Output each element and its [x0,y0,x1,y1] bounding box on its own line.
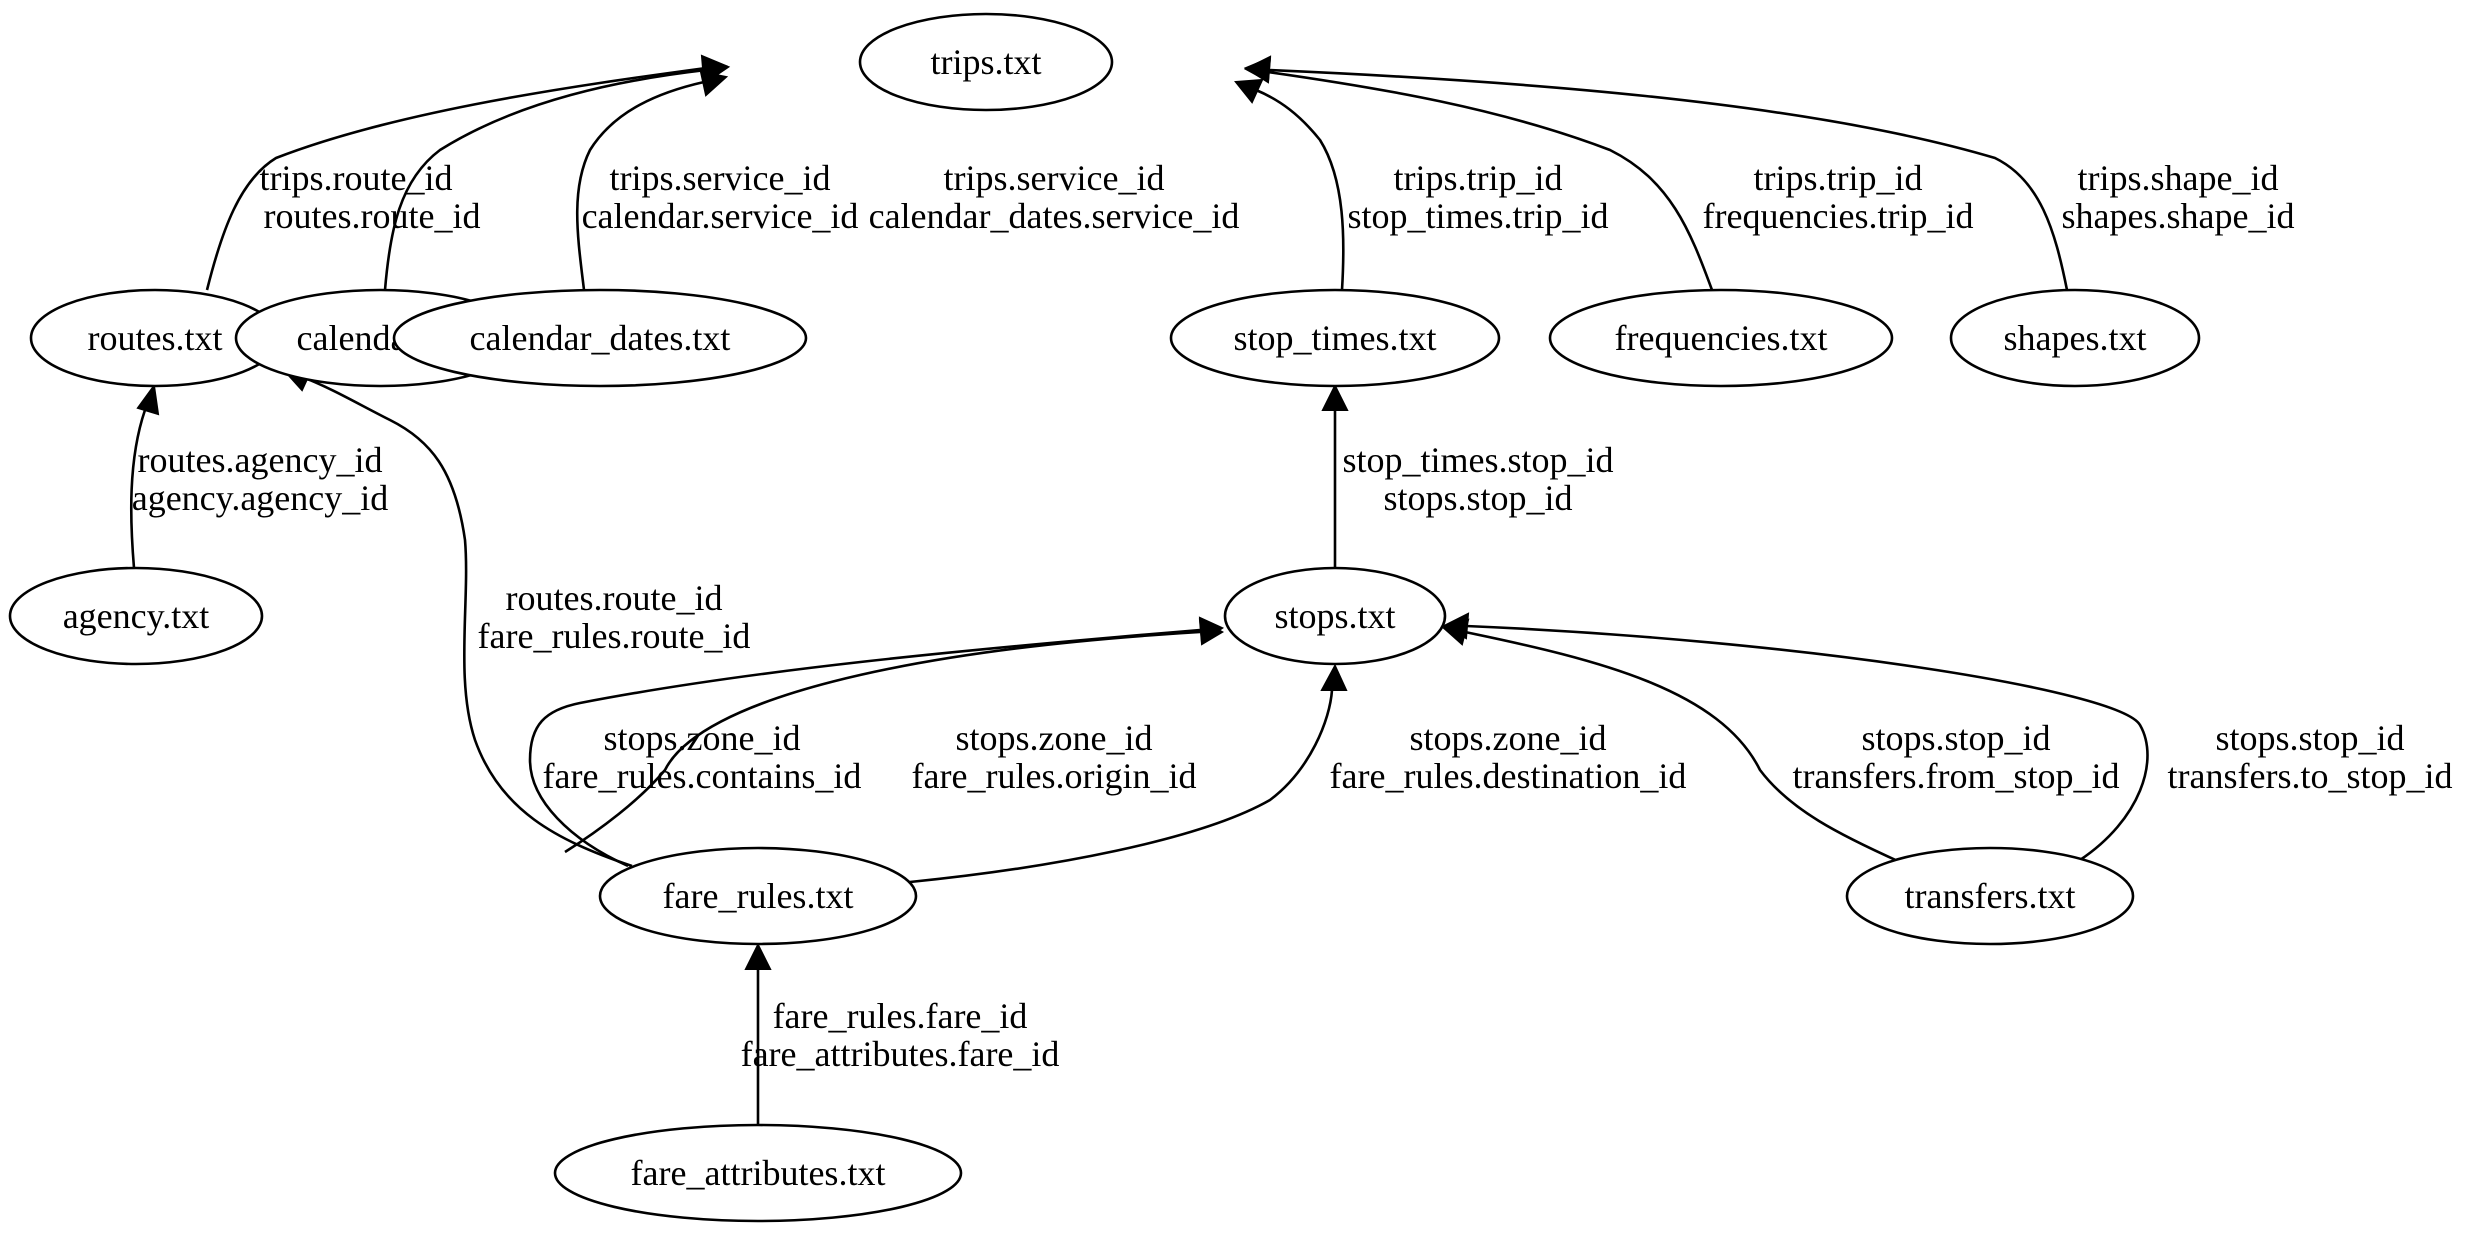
node-label: transfers.txt [1905,876,2076,916]
node-label: frequencies.txt [1615,318,1828,358]
edge-fare_rules-to-routes: routes.route_id fare_rules.route_id [281,366,751,868]
edge-label-line: trips.route_id [260,158,453,198]
edge-label-line: calendar_dates.service_id [869,196,1240,236]
edge-label-line: trips.service_id [610,158,831,198]
edge-calendar_dates-to-trips: trips.service_id calendar_dates.service_… [575,70,1240,291]
edge-label-line: stops.stop_id [1383,478,1572,518]
edge-label-line: trips.trip_id [1754,158,1923,198]
node-label: agency.txt [63,596,210,636]
edge-label-line: fare_rules.destination_id [1330,756,1687,796]
node-label: calendar_dates.txt [470,318,731,358]
node-label: shapes.txt [2004,318,2147,358]
edge-fare_attributes-to-fare_rules: fare_rules.fare_id fare_attributes.fare_… [741,942,1060,1125]
node-agency: agency.txt [8,566,264,666]
node-calendar_dates: calendar_dates.txt [392,288,808,388]
edge-fare_rules-to-stops-origin: stops.zone_id fare_rules.origin_id [564,618,1225,854]
node-stops: stops.txt [1223,566,1447,666]
node-routes: routes.txt [29,288,281,388]
edge-label-line: fare_rules.origin_id [912,756,1197,796]
node-transfers: transfers.txt [1845,846,2135,946]
edge-label-line: stops.zone_id [1410,718,1607,758]
edge-stop_times-to-trips: trips.trip_id stop_times.trip_id [1234,78,1609,291]
node-frequencies: frequencies.txt [1548,288,1894,388]
edge-calendar-to-trips: trips.service_id calendar.service_id [383,56,859,291]
node-label: fare_attributes.txt [631,1153,886,1193]
node-label: stop_times.txt [1233,318,1436,358]
edge-label-line: fare_rules.route_id [478,616,751,656]
node-fare_rules: fare_rules.txt [598,846,918,946]
node-label: fare_rules.txt [663,876,854,916]
edge-transfers-to-stops-from: stops.stop_id transfers.from_stop_id [1442,618,2120,864]
edge-label-line: routes.route_id [264,196,481,236]
node-label: stops.txt [1274,596,1395,636]
edge-label-line: fare_rules.contains_id [543,756,862,796]
edge-label-line: stops.stop_id [1861,718,2050,758]
edge-label-line: stops.zone_id [956,718,1153,758]
edge-label-line: stop_times.trip_id [1348,196,1609,236]
edge-label-line: transfers.from_stop_id [1793,756,2120,796]
edge-label-line: transfers.to_stop_id [2168,756,2453,796]
edge-shapes-to-trips: trips.shape_id shapes.shape_id [1243,55,2295,291]
node-fare_attributes: fare_attributes.txt [553,1123,963,1223]
edge-transfers-to-stops-to: stops.stop_id transfers.to_stop_id [1441,612,2453,862]
edge-routes-to-trips: trips.route_id routes.route_id [205,54,729,291]
edge-label-line: stops.zone_id [604,718,801,758]
edge-label-line: routes.agency_id [138,440,383,480]
edge-label-line: frequencies.trip_id [1703,196,1974,236]
node-shapes: shapes.txt [1949,288,2201,388]
edge-label-line: shapes.shape_id [2062,196,2295,236]
node-trips: trips.txt [858,12,1114,112]
edge-label-line: routes.route_id [506,578,723,618]
node-label: trips.txt [930,42,1041,82]
node-label: routes.txt [88,318,223,358]
edge-label-line: trips.service_id [944,158,1165,198]
edge-stops-to-stop_times: stop_times.stop_id stops.stop_id [1321,383,1614,568]
edge-label-line: trips.shape_id [2078,158,2279,198]
edge-label-line: stops.stop_id [2215,718,2404,758]
edge-label-line: trips.trip_id [1394,158,1563,198]
edge-fare_rules-to-stops-destination: stops.zone_id fare_rules.destination_id [909,663,1687,884]
edge-label-line: fare_rules.fare_id [773,996,1028,1036]
node-stop_times: stop_times.txt [1169,288,1501,388]
edge-label-line: stop_times.stop_id [1342,440,1613,480]
edge-agency-to-routes: routes.agency_id agency.agency_id [129,383,389,569]
edge-label-line: agency.agency_id [132,478,389,518]
edge-frequencies-to-trips: trips.trip_id frequencies.trip_id [1243,56,1974,291]
edge-label-line: fare_attributes.fare_id [741,1034,1060,1074]
edge-label-line: calendar.service_id [582,196,859,236]
